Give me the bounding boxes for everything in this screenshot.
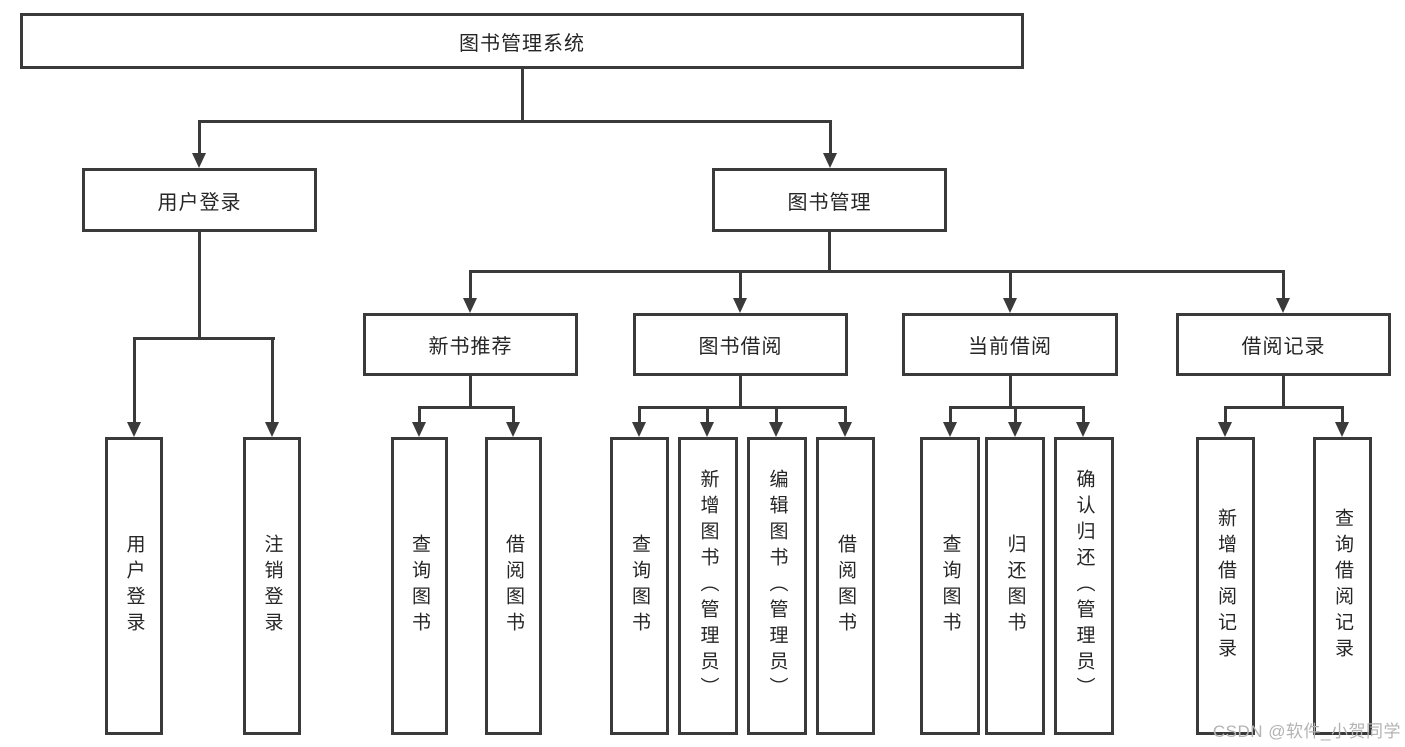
arrowhead-down-icon — [1276, 298, 1290, 313]
connector-login-bar — [134, 337, 275, 340]
connector-arrow-stem — [418, 406, 421, 424]
connector-login-stem — [198, 232, 201, 337]
connector-arrow-stem — [1009, 270, 1012, 300]
leaf-user-login: 用户登录 — [105, 437, 163, 735]
csdn-watermark: CSDN @软件_小贺同学 — [1212, 722, 1401, 741]
connector-arrow-stem — [844, 406, 847, 424]
arrowhead-down-icon — [733, 298, 747, 313]
leaf-add-borrow-record: 新增借阅记录 — [1196, 437, 1255, 735]
node-label: 图书借阅 — [698, 336, 783, 358]
leaf-query-books-recommend: 查询图书 — [391, 437, 448, 735]
leaf-add-books-admin: 新增图书（管理员） — [678, 437, 738, 735]
leaf-edit-books-admin: 编辑图书（管理员） — [747, 437, 807, 735]
node-borrowing-records: 借阅记录 — [1176, 313, 1391, 376]
node-book-borrowing: 图书借阅 — [633, 313, 848, 376]
connector-borrow-bar — [638, 406, 847, 409]
arrowhead-down-icon — [192, 153, 206, 168]
leaf-logout: 注销登录 — [243, 437, 301, 735]
connector-arrow-stem — [271, 337, 274, 424]
leaf-confirm-return-admin: 确认归还（管理员） — [1054, 437, 1114, 735]
arrowhead-down-icon — [838, 422, 852, 437]
leaf-label: 确认归还（管理员） — [1073, 469, 1095, 703]
leaf-query-books-borrow: 查询图书 — [610, 437, 669, 735]
leaf-label: 用户登录 — [123, 534, 145, 638]
node-book-management: 图书管理 — [712, 168, 947, 232]
node-user-login: 用户登录 — [82, 168, 317, 232]
connector-arrow-stem — [1282, 270, 1285, 300]
leaf-label: 新增图书（管理员） — [697, 469, 719, 703]
connector-current-bar — [949, 406, 1085, 409]
leaf-label: 注销登录 — [261, 534, 283, 638]
arrowhead-down-icon — [1003, 298, 1017, 313]
connector-arrow-stem — [133, 337, 136, 424]
connector-recommend-stem — [469, 376, 472, 406]
arrowhead-down-icon — [463, 298, 477, 313]
node-library-management-system: 图书管理系统 — [20, 13, 1024, 69]
connector-arrow-stem — [829, 120, 832, 155]
connector-arrow-stem — [949, 406, 952, 424]
connector-arrow-stem — [638, 406, 641, 424]
connector-records-bar — [1224, 406, 1343, 409]
arrowhead-down-icon — [1076, 422, 1090, 437]
leaf-borrow-books-recommend: 借阅图书 — [485, 437, 542, 735]
leaf-query-borrow-record: 查询借阅记录 — [1313, 437, 1372, 735]
connector-arrow-stem — [512, 406, 515, 424]
arrowhead-down-icon — [265, 422, 279, 437]
leaf-return-books: 归还图书 — [985, 437, 1045, 735]
connector-bookmgmt-stem — [828, 232, 831, 270]
node-current-borrowing: 当前借阅 — [902, 313, 1118, 376]
connector-records-stem — [1282, 376, 1285, 406]
leaf-label: 编辑图书（管理员） — [766, 469, 788, 703]
leaf-label: 查询图书 — [939, 534, 961, 638]
arrowhead-down-icon — [632, 422, 646, 437]
arrowhead-down-icon — [823, 153, 837, 168]
connector-borrow-stem — [739, 376, 742, 406]
connector-recommend-bar — [418, 406, 515, 409]
connector-arrow-stem — [775, 406, 778, 424]
node-new-book-recommend: 新书推荐 — [363, 313, 578, 376]
connector-arrow-stem — [469, 270, 472, 300]
node-label: 图书管理 — [787, 191, 872, 214]
connector-arrow-stem — [1014, 406, 1017, 424]
arrowhead-down-icon — [127, 422, 141, 437]
arrowhead-down-icon — [1218, 422, 1232, 437]
leaf-label: 借阅图书 — [503, 534, 524, 638]
node-label: 新书推荐 — [428, 336, 513, 358]
arrowhead-down-icon — [506, 422, 520, 437]
connector-arrow-stem — [739, 270, 742, 300]
leaf-label: 查询借阅记录 — [1332, 508, 1353, 664]
connector-arrow-stem — [1082, 406, 1085, 424]
node-label: 图书管理系统 — [459, 32, 585, 55]
connector-arrow-stem — [706, 406, 709, 424]
leaf-label: 借阅图书 — [835, 534, 856, 638]
arrowhead-down-icon — [943, 422, 957, 437]
arrowhead-down-icon — [769, 422, 783, 437]
leaf-label: 查询图书 — [409, 534, 430, 638]
node-label: 用户登录 — [157, 191, 242, 214]
connector-arrow-stem — [198, 120, 201, 155]
connector-current-stem — [1009, 376, 1012, 406]
arrowhead-down-icon — [700, 422, 714, 437]
leaf-borrow-books: 借阅图书 — [816, 437, 875, 735]
arrowhead-down-icon — [1335, 422, 1349, 437]
node-label: 借阅记录 — [1241, 336, 1326, 358]
arrowhead-down-icon — [1008, 422, 1022, 437]
connector-bookmgmt-bar — [470, 270, 1285, 273]
connector-arrow-stem — [1341, 406, 1344, 424]
leaf-label: 新增借阅记录 — [1215, 508, 1236, 664]
arrowhead-down-icon — [412, 422, 426, 437]
leaf-query-books-current: 查询图书 — [920, 437, 980, 735]
node-label: 当前借阅 — [968, 336, 1052, 358]
connector-root-stem — [521, 69, 524, 120]
connector-root-bar — [199, 120, 831, 123]
leaf-label: 归还图书 — [1004, 534, 1026, 638]
connector-arrow-stem — [1224, 406, 1227, 424]
leaf-label: 查询图书 — [629, 534, 650, 638]
